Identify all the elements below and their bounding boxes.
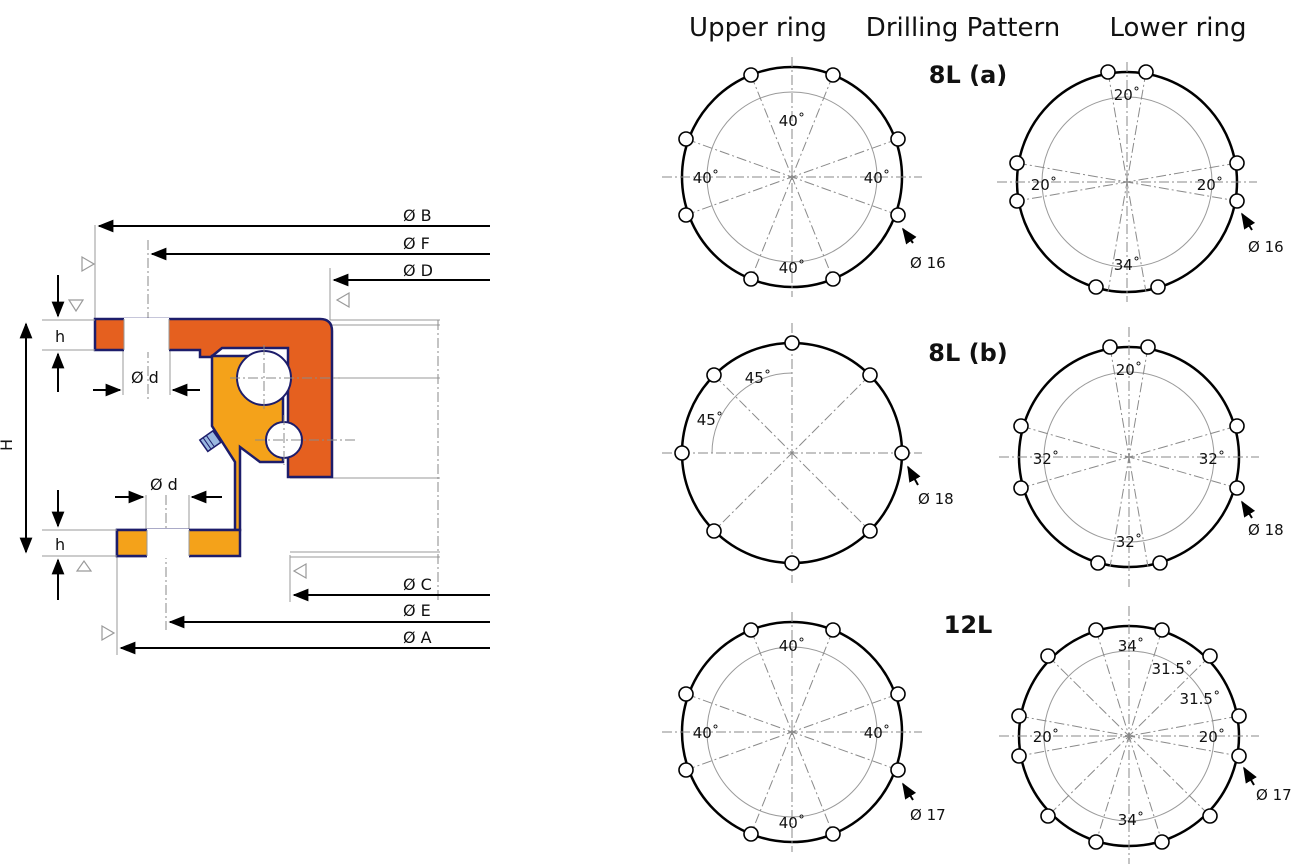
angle-label: 20˚ bbox=[1033, 728, 1060, 746]
dim-h-bottom: h bbox=[55, 535, 65, 554]
hole-size-label: Ø 18 bbox=[918, 490, 954, 508]
cross-section: Ø B Ø F Ø D Ø C Ø E Ø A h H h Ø d bbox=[0, 206, 490, 655]
hole-size-label: Ø 17 bbox=[1256, 786, 1292, 804]
outer-ring-section bbox=[93, 317, 334, 479]
dim-d-label: Ø D bbox=[403, 261, 433, 280]
angle-label: 40˚ bbox=[779, 259, 806, 277]
dim-h-total: H bbox=[0, 439, 16, 451]
angle-label: 31.5˚ bbox=[1152, 660, 1193, 678]
angle-label: 45˚ bbox=[745, 369, 772, 387]
pattern-8l-a-upper: 40˚ 40˚ 40˚ 40˚ Ø 16 bbox=[662, 57, 946, 297]
dim-h-top: h bbox=[55, 327, 65, 346]
pattern-8l-b-upper: 45˚ 45˚ Ø 18 bbox=[662, 323, 954, 583]
angle-label: 32˚ bbox=[1116, 533, 1143, 551]
angle-label: 40˚ bbox=[864, 169, 891, 187]
angle-label: 34˚ bbox=[1118, 811, 1145, 829]
dim-f-label: Ø F bbox=[403, 234, 430, 253]
pattern-8l-a-lower: 20˚ 20˚ 20˚ 34˚ Ø 16 bbox=[997, 62, 1284, 302]
dim-d-top: Ø d bbox=[131, 368, 159, 387]
angle-label: 20˚ bbox=[1031, 176, 1058, 194]
angle-label: 32˚ bbox=[1033, 450, 1060, 468]
angle-label: 20˚ bbox=[1197, 176, 1224, 194]
angle-label: 20˚ bbox=[1116, 361, 1143, 379]
dim-a-label: Ø A bbox=[403, 628, 432, 647]
dim-e-label: Ø E bbox=[403, 601, 431, 620]
angle-label: 32˚ bbox=[1199, 450, 1226, 468]
pattern-8l-b-lower: 20˚ 32˚ 32˚ 32˚ Ø 18 bbox=[999, 327, 1284, 587]
angle-label: 31.5˚ bbox=[1180, 690, 1221, 708]
pattern-12l-lower: 34˚ 31.5˚ 31.5˚ 20˚ 20˚ 34˚ Ø 17 bbox=[999, 606, 1292, 864]
pattern-name-8l-a: 8L (a) bbox=[929, 61, 1007, 89]
pattern-name-12l: 12L bbox=[944, 611, 993, 639]
angle-label: 40˚ bbox=[779, 814, 806, 832]
pattern-12l-upper: 40˚ 40˚ 40˚ 40˚ Ø 17 bbox=[662, 612, 946, 852]
dim-c-label: Ø C bbox=[403, 575, 432, 594]
hole-size-label: Ø 16 bbox=[1248, 238, 1284, 256]
pattern-name-8l-b: 8L (b) bbox=[928, 339, 1007, 367]
angle-label: 20˚ bbox=[1199, 728, 1226, 746]
angle-label: 20˚ bbox=[1114, 86, 1141, 104]
angle-label: 34˚ bbox=[1118, 637, 1145, 655]
angle-label: 40˚ bbox=[693, 724, 720, 742]
angle-label: 40˚ bbox=[779, 112, 806, 130]
dim-d-bottom: Ø d bbox=[150, 475, 178, 494]
drilling-patterns: 8L (a) 8L (b) 12L 40˚ 40˚ 40˚ 40˚ bbox=[662, 57, 1292, 864]
angle-label: 40˚ bbox=[779, 637, 806, 655]
header-drilling-pattern: Drilling Pattern bbox=[866, 13, 1060, 43]
angle-label: 34˚ bbox=[1114, 256, 1141, 274]
grease-nipple-icon bbox=[198, 429, 222, 453]
hole-size-label: Ø 16 bbox=[910, 254, 946, 272]
angle-label: 40˚ bbox=[693, 169, 720, 187]
hole-size-label: Ø 18 bbox=[1248, 521, 1284, 539]
angle-label: 45˚ bbox=[697, 411, 724, 429]
dim-b-label: Ø B bbox=[403, 206, 432, 225]
header-lower-ring: Lower ring bbox=[1109, 13, 1246, 43]
angle-label: 40˚ bbox=[864, 724, 891, 742]
header-upper-ring: Upper ring bbox=[689, 13, 827, 43]
hole-size-label: Ø 17 bbox=[910, 806, 946, 824]
